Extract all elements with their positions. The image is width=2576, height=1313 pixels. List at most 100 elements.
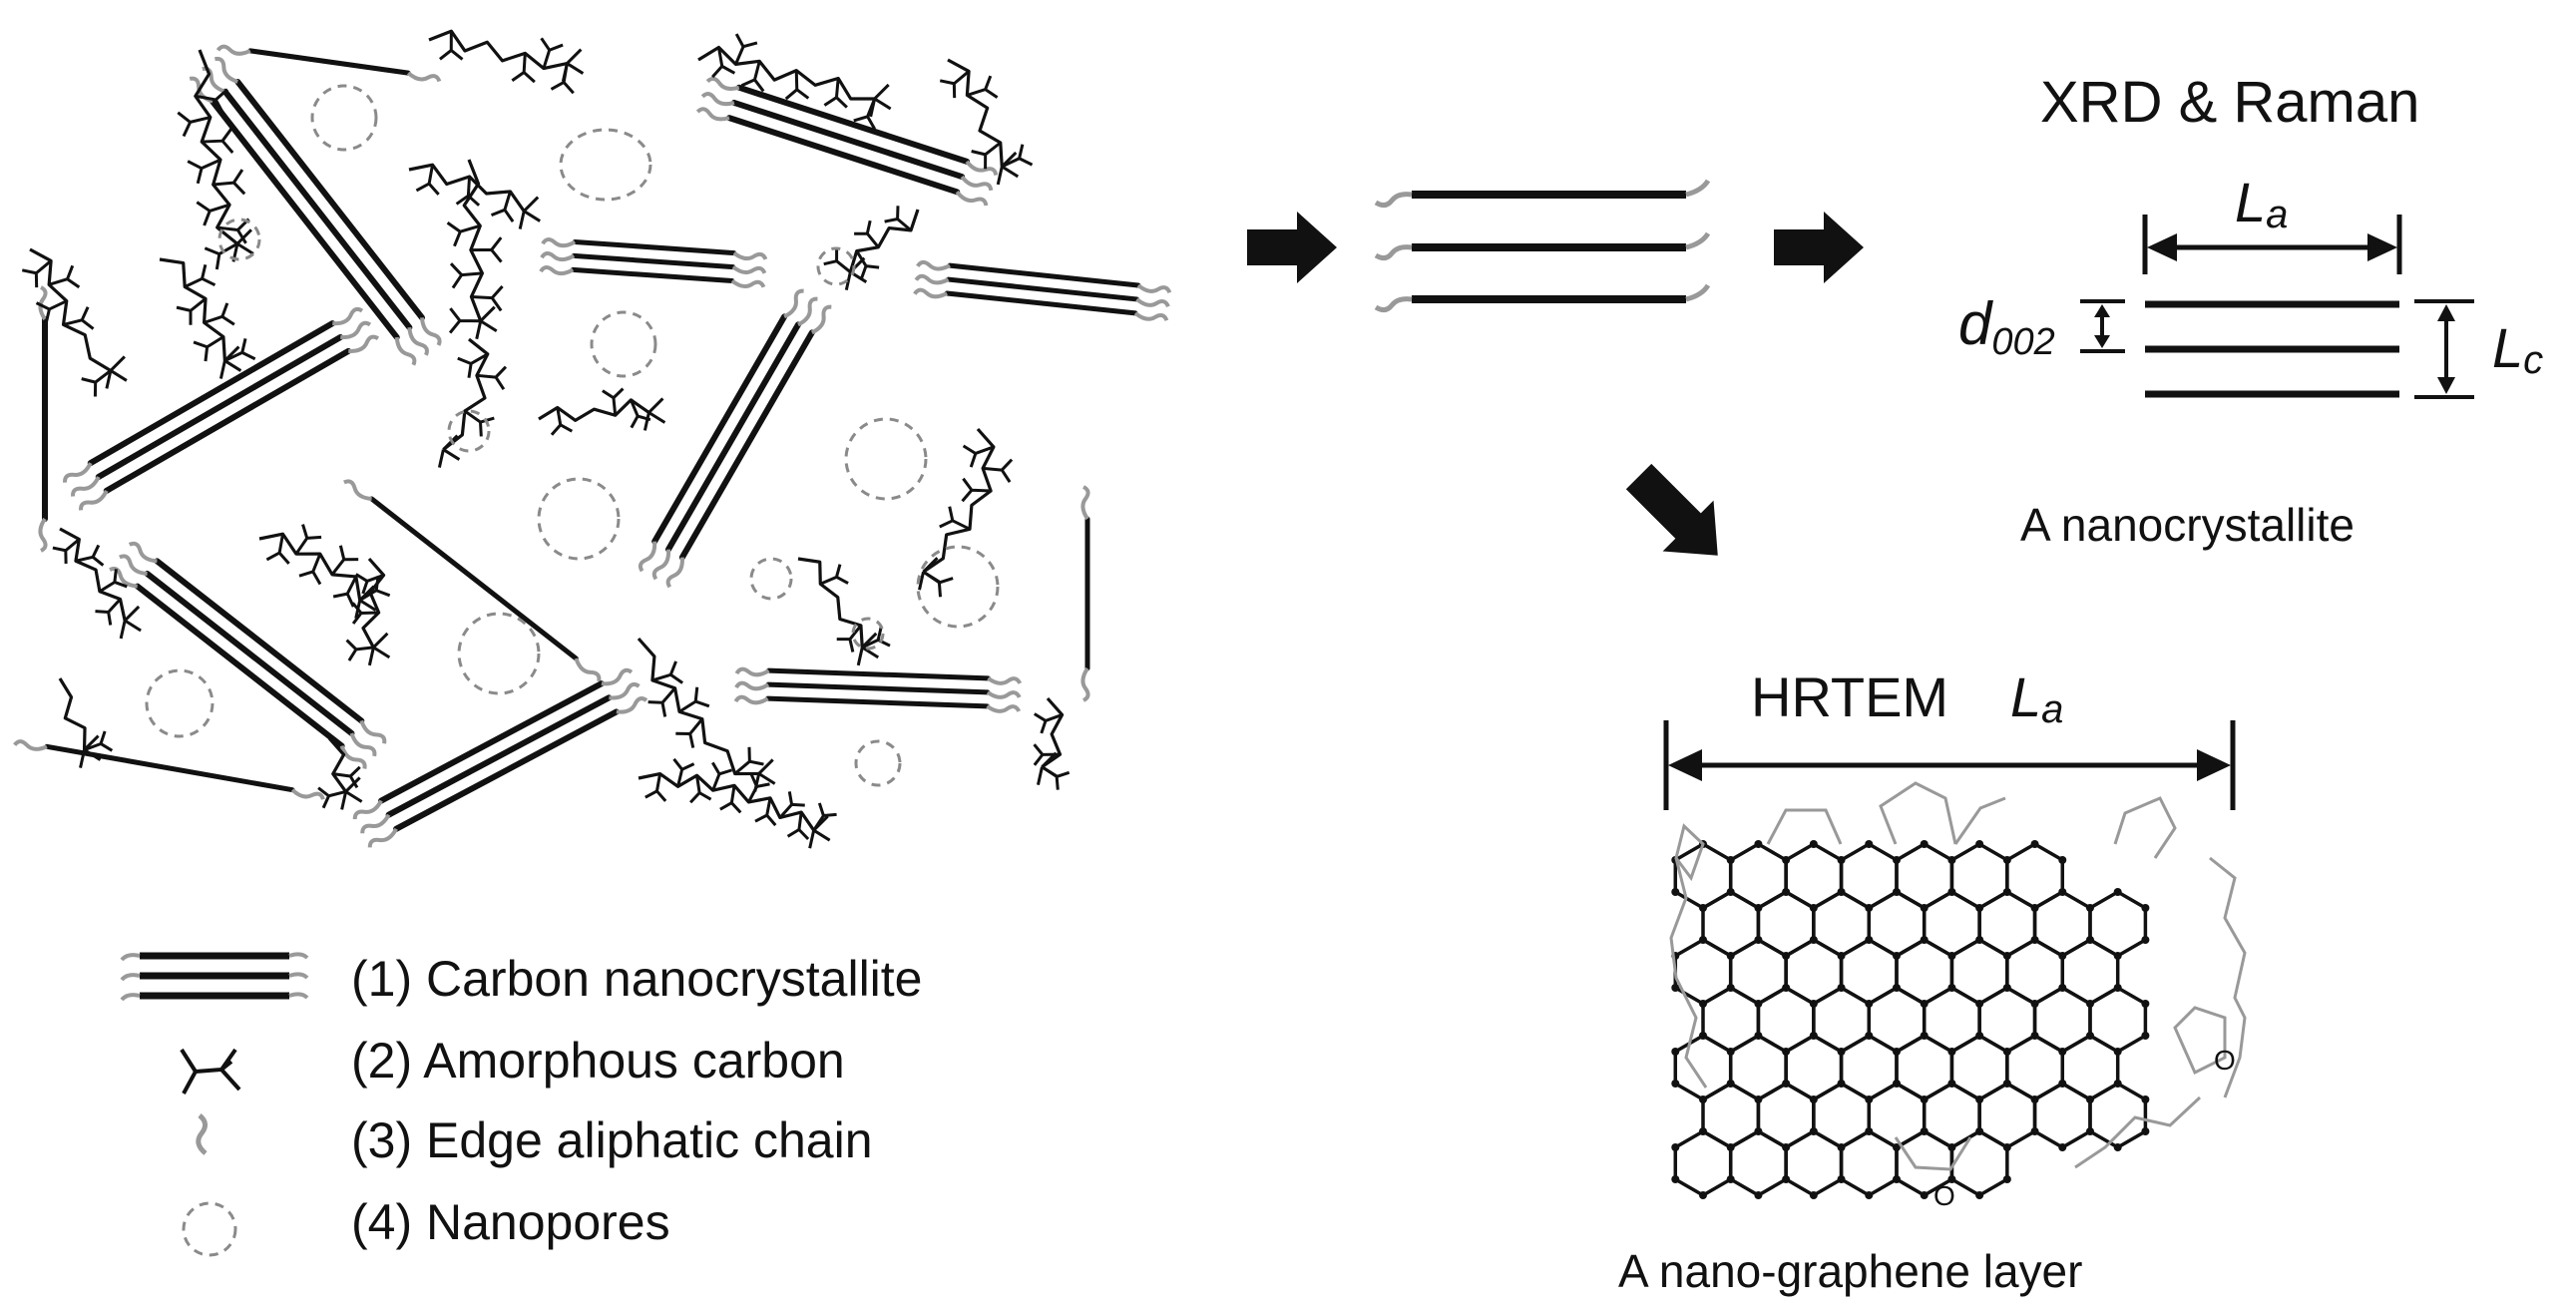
- aliphatic-chain: [986, 690, 1022, 699]
- carbon-atom: [1671, 1175, 1680, 1183]
- end-fork: [437, 434, 461, 468]
- arrow-right-icon: [1247, 212, 1337, 283]
- nanocrystallite-stack: [352, 667, 648, 848]
- edge-defect-ring: [2113, 796, 2177, 859]
- branch: [99, 569, 128, 594]
- amorphous-carbon-cluster: [918, 427, 1014, 598]
- hrtem-label: HRTEM: [1751, 665, 1948, 728]
- backbone: [58, 677, 87, 750]
- graphene-caption: A nano-graphene layer: [1618, 1245, 2082, 1297]
- branch: [647, 686, 676, 717]
- branch: [455, 176, 481, 207]
- amorphous-carbon-cluster: [58, 677, 114, 768]
- graphene-sheet: [946, 276, 1139, 302]
- aliphatic-chain: [343, 479, 372, 501]
- graphene-sheet: [221, 88, 413, 331]
- nanopore: [749, 557, 793, 601]
- branch: [470, 236, 503, 263]
- carbon-atom: [1975, 1191, 1984, 1199]
- carbon-atom: [1754, 1191, 1763, 1199]
- amorphous-carbon-cluster: [637, 637, 776, 792]
- branch: [52, 538, 81, 564]
- branch: [823, 247, 852, 273]
- aliphatic-chain: [960, 175, 994, 192]
- branch: [719, 785, 742, 814]
- nanopore-icon: [182, 1201, 237, 1257]
- end-fork: [808, 815, 831, 849]
- amorphous-carbon-cluster: [258, 524, 391, 619]
- graphene-sheet: [210, 98, 400, 341]
- aliphatic-chain: [1685, 179, 1711, 198]
- aliphatic-chain: [71, 476, 101, 497]
- lc-dimension-arrow: [2414, 299, 2474, 399]
- aliphatic-chain: [913, 287, 948, 299]
- nanocrystallite-stack: [215, 44, 442, 83]
- branch: [345, 639, 374, 661]
- end-fork: [518, 196, 541, 229]
- legend-label: (1) Carbon nanocrystallite: [351, 951, 923, 1007]
- end-fork: [643, 397, 666, 431]
- amorphous-carbon-cluster: [345, 557, 391, 666]
- aliphatic-chain: [348, 334, 380, 353]
- branch: [195, 88, 228, 115]
- nanocrystallite-stack: [539, 237, 768, 288]
- graphene-sheet: [571, 252, 736, 270]
- aliphatic-chain: [215, 56, 238, 84]
- edge-defect-ring: [1953, 796, 2006, 845]
- branch: [689, 774, 712, 804]
- aliphatic-chain: [987, 676, 1023, 685]
- aliphatic-chain: [732, 250, 768, 261]
- aliphatic-chain: [638, 541, 657, 573]
- end-fork: [367, 632, 391, 666]
- aliphatic-chain: [609, 681, 641, 700]
- nanocrystallite-stacks: [13, 44, 1172, 848]
- edge-defect-ring: [2209, 856, 2247, 1098]
- hrtem-la-dimension-arrow: [1663, 720, 2236, 810]
- aliphatic-chain: [407, 326, 429, 356]
- aliphatic-chain: [120, 953, 141, 962]
- branch: [778, 791, 805, 819]
- amorphous-carbon-cluster: [177, 49, 254, 270]
- branch: [672, 757, 695, 787]
- branch: [644, 773, 667, 802]
- backbone: [159, 257, 226, 361]
- aliphatic-chain: [1374, 244, 1413, 261]
- nanocrystallite-stack: [109, 541, 387, 769]
- nanopore: [854, 739, 902, 787]
- nanocrystallite-stack: [695, 76, 999, 207]
- nanopore: [559, 128, 652, 202]
- branch: [962, 444, 995, 468]
- amorphous-carbon-cluster: [52, 527, 142, 640]
- end-fork: [561, 48, 585, 82]
- branch: [317, 786, 346, 809]
- carbon-atom: [1865, 1191, 1874, 1199]
- aliphatic-chain: [601, 667, 634, 686]
- backbone: [361, 557, 386, 649]
- branch: [490, 191, 515, 222]
- branch: [294, 524, 322, 556]
- branch: [439, 31, 464, 61]
- aliphatic-chain: [965, 160, 999, 176]
- aliphatic-chain: [1133, 311, 1169, 321]
- branch: [476, 365, 508, 390]
- aliphatic-chain: [797, 296, 818, 327]
- aliphatic-chain: [394, 336, 417, 366]
- aliphatic-chain: [63, 462, 93, 483]
- backbone: [194, 49, 238, 245]
- nanocrystallite-stack: [913, 259, 1172, 321]
- branch: [177, 111, 212, 138]
- amorphous-carbon-cluster: [1033, 696, 1071, 790]
- aliphatic-chain: [705, 76, 740, 91]
- arrow-down-right-icon: [1625, 463, 1718, 556]
- aliphatic-chain: [1685, 231, 1711, 250]
- carbon-atom: [1865, 840, 1874, 848]
- aliphatic-chain: [574, 657, 602, 682]
- aliphatic-chain: [349, 732, 377, 757]
- branch: [449, 262, 483, 289]
- graphene-sheet: [765, 681, 991, 695]
- amorphous-carbon-cluster: [823, 206, 920, 291]
- carbon-atom: [2141, 1000, 2150, 1008]
- aliphatic-chain: [539, 265, 575, 276]
- end-fork: [1036, 751, 1060, 786]
